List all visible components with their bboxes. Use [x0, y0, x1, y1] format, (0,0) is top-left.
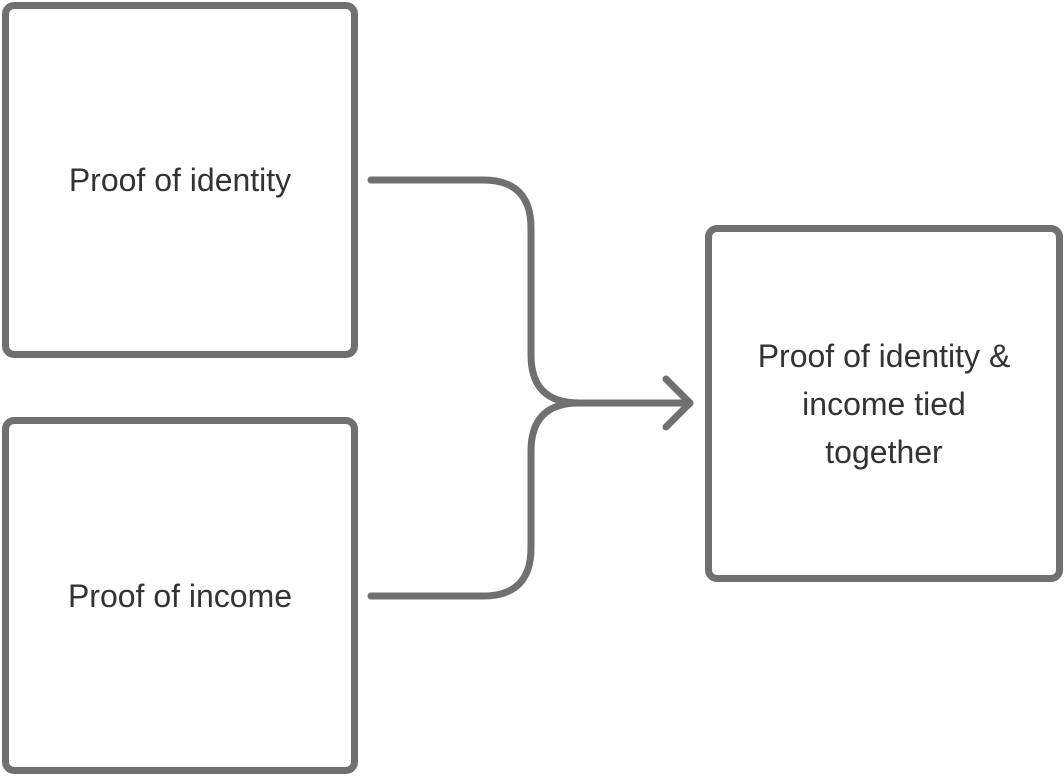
- connector-identity-to-result: [367, 176, 694, 407]
- node-proof-of-identity: Proof of identity: [2, 2, 358, 358]
- node-label-result: Proof of identity & income tied together: [757, 337, 1011, 470]
- node-proof-of-income: Proof of income: [2, 417, 358, 774]
- arrowhead-icon: [662, 375, 694, 431]
- connector-income-to-result: [367, 399, 583, 600]
- node-label-identity: Proof of identity: [68, 162, 292, 198]
- node-identity-income-tied: Proof of identity & income tied together: [705, 225, 1063, 582]
- node-label-income: Proof of income: [67, 577, 293, 614]
